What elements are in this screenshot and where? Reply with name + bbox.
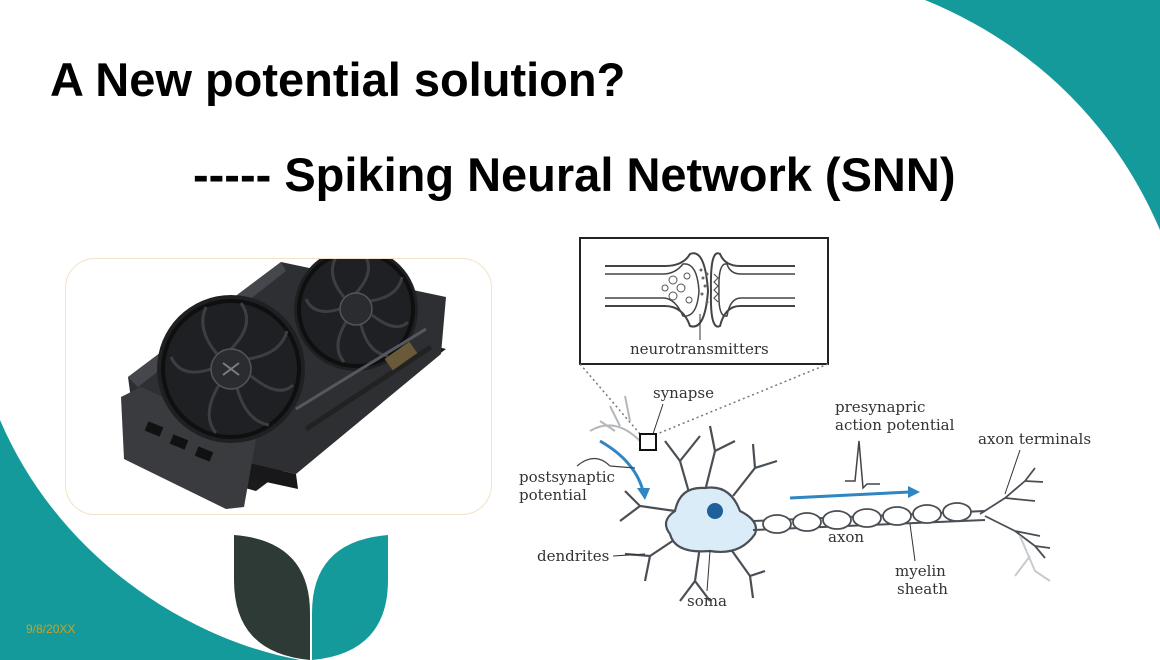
- label-postsynaptic-1: postsynaptic: [519, 468, 615, 486]
- synapse-marker: [639, 433, 657, 451]
- label-myelin-2: sheath: [897, 580, 948, 598]
- slide-date: 9/8/20XX: [26, 622, 76, 636]
- label-axon: axon: [828, 528, 864, 546]
- gpu-image: [121, 259, 446, 509]
- label-synapse: synapse: [653, 384, 714, 402]
- postsynaptic-arrow: [599, 439, 645, 492]
- label-postsynaptic-2: potential: [519, 486, 587, 504]
- label-presynaptic-2: action potential: [835, 416, 955, 434]
- leaf-logo: [234, 535, 388, 660]
- teal-corner-top-right: [925, 0, 1160, 230]
- gpu-fan-right: [294, 259, 418, 371]
- label-neurotransmitters: neurotransmitters: [630, 340, 769, 358]
- slide-subtitle: ----- Spiking Neural Network (SNN): [193, 148, 956, 201]
- teal-leaf: [312, 535, 388, 660]
- gpu-fan-left: [157, 295, 305, 443]
- soma: [664, 486, 758, 553]
- label-presynaptic-1: presynapric: [835, 398, 925, 416]
- slide-title: A New potential solution?: [50, 53, 626, 106]
- gpu-image-frame: [65, 258, 492, 515]
- label-soma: soma: [687, 592, 727, 610]
- teal-corner-bottom-left: [0, 420, 300, 660]
- label-axon-terminals: axon terminals: [978, 430, 1091, 448]
- neuron-diagram: neurotransmitters synapse postsynaptic p…: [519, 237, 1091, 610]
- dark-leaf: [234, 535, 310, 660]
- label-myelin-1: myelin: [895, 562, 946, 580]
- label-dendrites: dendrites: [537, 547, 609, 565]
- nucleus: [707, 503, 723, 519]
- synapse-inset-box: [579, 237, 829, 365]
- action-potential-arrow: [789, 490, 911, 500]
